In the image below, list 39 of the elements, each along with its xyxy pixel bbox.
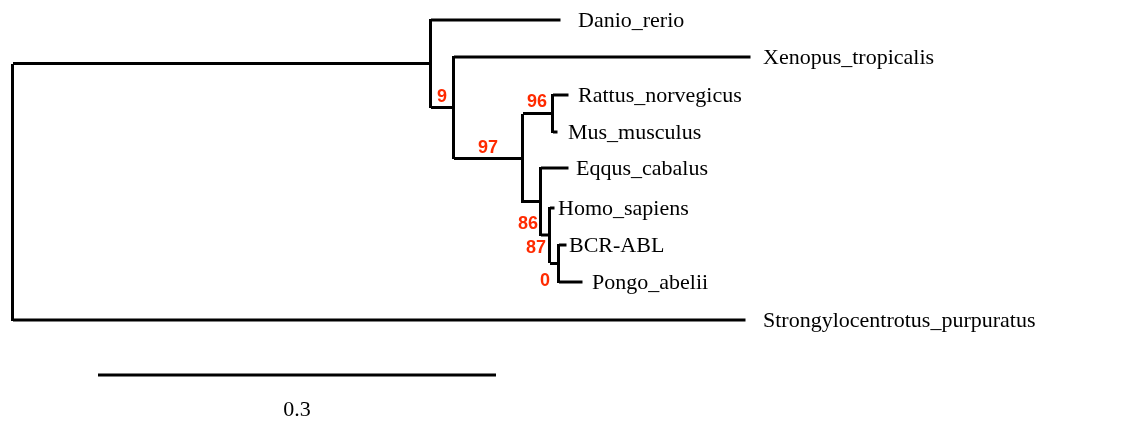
- tree-branch-line: [454, 157, 521, 160]
- bootstrap-value: 96: [527, 92, 547, 110]
- tree-branch-line: [428, 19, 432, 108]
- tree-branch-line: [541, 166, 569, 170]
- tree-branch-line: [523, 200, 539, 203]
- tree-branch-line: [451, 56, 455, 159]
- bootstrap-value: 9: [437, 87, 447, 105]
- bootstrap-value: 0: [540, 271, 550, 289]
- taxon-label: Homo_sapiens: [554, 195, 689, 221]
- tree-branch-line: [431, 18, 561, 22]
- tree-branch-line: [541, 233, 548, 237]
- tree-branch-line: [538, 167, 542, 236]
- taxon-label: Danio_rerio: [560, 7, 685, 33]
- taxon-label: Eqqus_cabalus: [568, 155, 708, 181]
- tree-branch-line: [13, 62, 429, 65]
- tree-branch-line: [10, 64, 14, 321]
- taxon-label: Strongylocentrotus_purpuratus: [745, 307, 1036, 333]
- tree-branch-line: [431, 106, 452, 109]
- scale-value: 0.3: [283, 397, 311, 421]
- tree-branch-line: [559, 280, 583, 284]
- taxon-label: Xenopus_tropicalis: [750, 44, 935, 70]
- taxon-label: BCR-ABL: [566, 232, 665, 258]
- tree-branch-line: [547, 207, 551, 263]
- tree-branch-line: [520, 114, 524, 203]
- tree-branch-line: [454, 55, 751, 59]
- tree-branch-line: [553, 130, 558, 134]
- bootstrap-value: 87: [526, 238, 546, 256]
- tree-branch-line: [550, 94, 554, 133]
- tree-branch-line: [523, 112, 551, 115]
- tree-branch-line: [553, 93, 569, 97]
- taxon-label: Mus_musculus: [557, 119, 702, 145]
- taxon-label: Pongo_abelii: [582, 269, 709, 295]
- tree-branch-line: [13, 318, 746, 322]
- tree-branch-line: [559, 243, 567, 247]
- bootstrap-value: 86: [518, 214, 538, 232]
- taxon-label: Rattus_norvegicus: [568, 82, 742, 108]
- bootstrap-value: 97: [478, 138, 498, 156]
- tree-branch-line: [556, 244, 560, 283]
- tree-branch-line: [550, 262, 557, 265]
